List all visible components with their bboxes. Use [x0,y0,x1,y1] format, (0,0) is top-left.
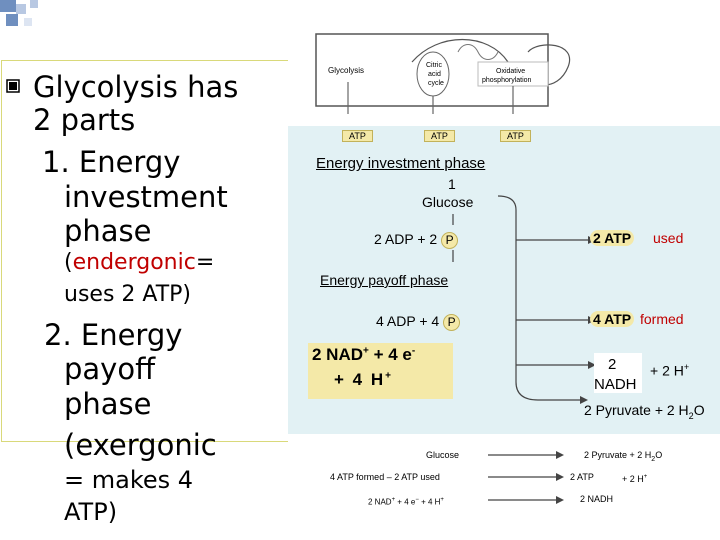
glycolysis-label: Glycolysis [328,66,365,75]
item2-line-3: phase [64,387,152,421]
nadh-box [594,353,642,393]
nadh-count: 2 [608,356,617,373]
decor-square [24,18,32,26]
paren-open: ( [64,250,73,275]
summary-net-atp: 4 ATP formed – 2 ATP used [330,472,440,482]
item1-uses-line: uses 2 ATP) [64,282,192,307]
atp-badge-1: ATP [342,130,373,142]
formed-label: formed [640,311,684,327]
summary-h: + 2 H+ [622,474,648,484]
two-adp-line: 2 ADP + 2 P [374,231,459,249]
oxphos-label-2: phosphorylation [482,77,532,84]
item1-line-3: phase [64,214,152,248]
investment-phase-title: Energy investment phase [316,155,486,172]
item1-endergonic-line: (endergonic= [64,250,214,275]
citric-label-3: cycle [428,80,444,87]
bullet-box [1,60,293,442]
equals-sign: = [195,250,215,275]
glucose-label: Glucose [422,194,474,210]
item2-atp-line: ATP) [64,498,118,526]
decor-square [0,0,16,12]
item2-makes-line: = makes 4 [64,466,194,494]
square-bullet-icon [6,78,20,93]
two-atp-badge: 2 ATP [590,230,635,246]
atp-badge-2: ATP [424,130,455,142]
atp-badge-3: ATP [500,130,531,142]
glucose-count: 1 [448,176,456,192]
four-atp-badge: 4 ATP [590,311,635,327]
two-adp-text: 2 ADP + 2 [374,231,438,247]
decor-square [6,14,18,26]
glycolysis-diagram: Glycolysis Citric acid cycle Oxidative p… [288,0,720,540]
nad-line-2: + 4 H+ [334,370,393,389]
citric-label-2: acid [428,71,441,78]
title-line-2: 2 parts [33,103,136,137]
decor-square [30,0,38,8]
hydrogen-ions: + 2 H+ [650,362,690,379]
endergonic-word: endergonic [72,250,196,275]
oxphos-label-1: Oxidative [496,68,526,75]
item2-exergonic-line: (exergonic [64,428,217,462]
item1-line-1: 1. Energy [42,145,181,179]
four-adp-text: 4 ADP + 4 [376,313,440,329]
summary-nadh: 2 NADH [580,494,614,504]
slide-text-panel: Glycolysis has 2 parts 1. Energy investm… [0,0,300,540]
decor-square [16,4,26,14]
used-label: used [653,230,684,246]
nad-line-1: 2 NAD+ + 4 e- [312,345,416,364]
item1-line-2: investment [64,180,228,214]
item2-line-1: 2. Energy [44,318,183,352]
summary-pyruvate: 2 Pyruvate + 2 H2O [584,450,663,463]
pyruvate-label: 2 Pyruvate + 2 H2O [584,402,705,421]
summary-panel [288,434,720,540]
summary-atp: 2 ATP [570,472,594,482]
nad-box [308,343,453,399]
phosphate-icon: P [441,232,459,249]
citric-label-1: Citric [426,62,442,69]
summary-nad: 2 NAD+ + 4 e− + 4 H+ [368,497,444,507]
cell-respiration-schematic [315,33,571,114]
payoff-phase-title: Energy payoff phase [320,272,449,288]
title-line-1: Glycolysis has [33,70,239,104]
nadh-label: NADH [594,376,637,393]
item2-line-2: payoff [64,352,156,386]
phosphate-icon: P [443,314,461,331]
summary-glucose: Glucose [426,450,460,460]
four-adp-line: 4 ADP + 4 P [376,313,461,331]
